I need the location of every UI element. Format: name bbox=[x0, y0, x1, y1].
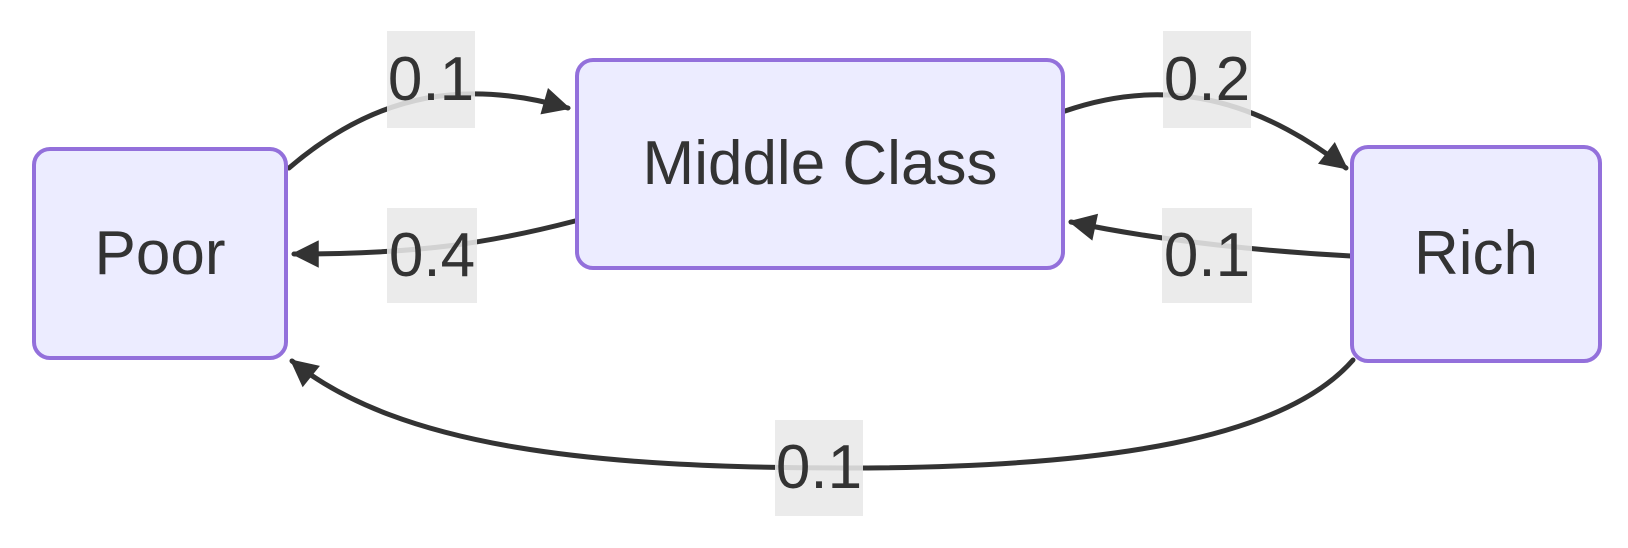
edge-label-middle-to-poor: 0.4 bbox=[387, 208, 477, 303]
edge-label-rich-to-middle: 0.1 bbox=[1162, 208, 1252, 303]
node-middle-class: Middle Class bbox=[575, 58, 1065, 270]
edge-label-middle-to-rich: 0.2 bbox=[1163, 31, 1251, 128]
node-poor: Poor bbox=[32, 147, 288, 360]
node-poor-label: Poor bbox=[94, 218, 226, 288]
edge-label-poor-to-middle: 0.1 bbox=[387, 31, 475, 128]
edge-label-rich-to-poor: 0.1 bbox=[775, 420, 863, 516]
node-rich: Rich bbox=[1350, 145, 1602, 363]
node-rich-label: Rich bbox=[1413, 219, 1539, 288]
node-middle-class-label: Middle Class bbox=[642, 129, 998, 198]
